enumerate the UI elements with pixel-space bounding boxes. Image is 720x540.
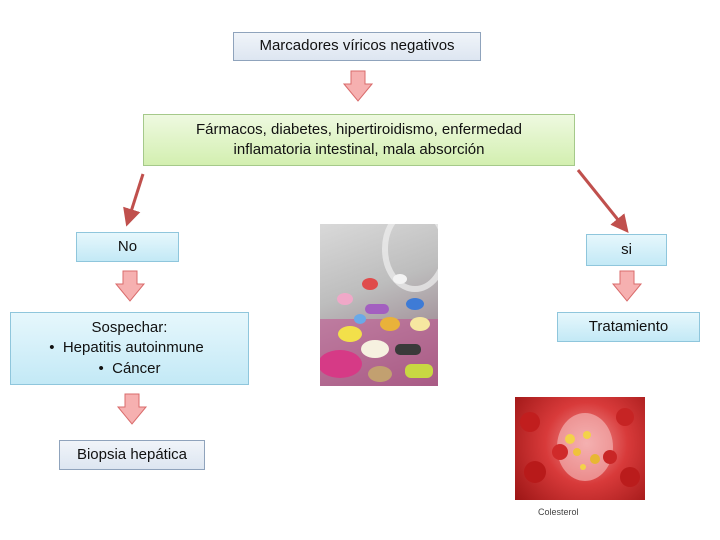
arrow-left-icon (123, 173, 145, 227)
no-node: No (76, 232, 179, 262)
down-arrow-icon (611, 270, 643, 302)
top-node-label: Marcadores víricos negativos (259, 37, 455, 55)
biopsy-node: Biopsia hepática (59, 440, 205, 470)
blood-vessel-photo (515, 397, 645, 500)
si-node-label: si (621, 240, 632, 258)
suspect-node: Sospechar: • Hepatitis autoinmune • Cánc… (10, 312, 249, 385)
no-node-label: No (117, 237, 138, 255)
treatment-node-label: Tratamiento (588, 317, 669, 335)
biopsy-node-label: Biopsia hepática (76, 445, 188, 463)
pills-photo (320, 224, 438, 386)
treatment-node: Tratamiento (557, 312, 700, 342)
middle-node-line2: inflamatoria intestinal, mala absorción (233, 141, 485, 158)
middle-node: Fármacos, diabetes, hipertiroidismo, enf… (143, 114, 575, 166)
blood-photo-caption: Colesterol (538, 507, 579, 517)
suspect-title: Sospechar: (91, 319, 168, 337)
down-arrow-icon (343, 70, 373, 102)
si-node: si (586, 234, 667, 266)
suspect-item: • Hepatitis autoinmune (49, 339, 204, 357)
middle-node-line1: Fármacos, diabetes, hipertiroidismo, enf… (196, 120, 522, 138)
down-arrow-icon (116, 393, 148, 425)
down-arrow-icon (114, 270, 146, 302)
top-node: Marcadores víricos negativos (233, 32, 481, 61)
arrow-right-icon (576, 169, 629, 234)
suspect-item: • Cáncer (98, 359, 161, 377)
